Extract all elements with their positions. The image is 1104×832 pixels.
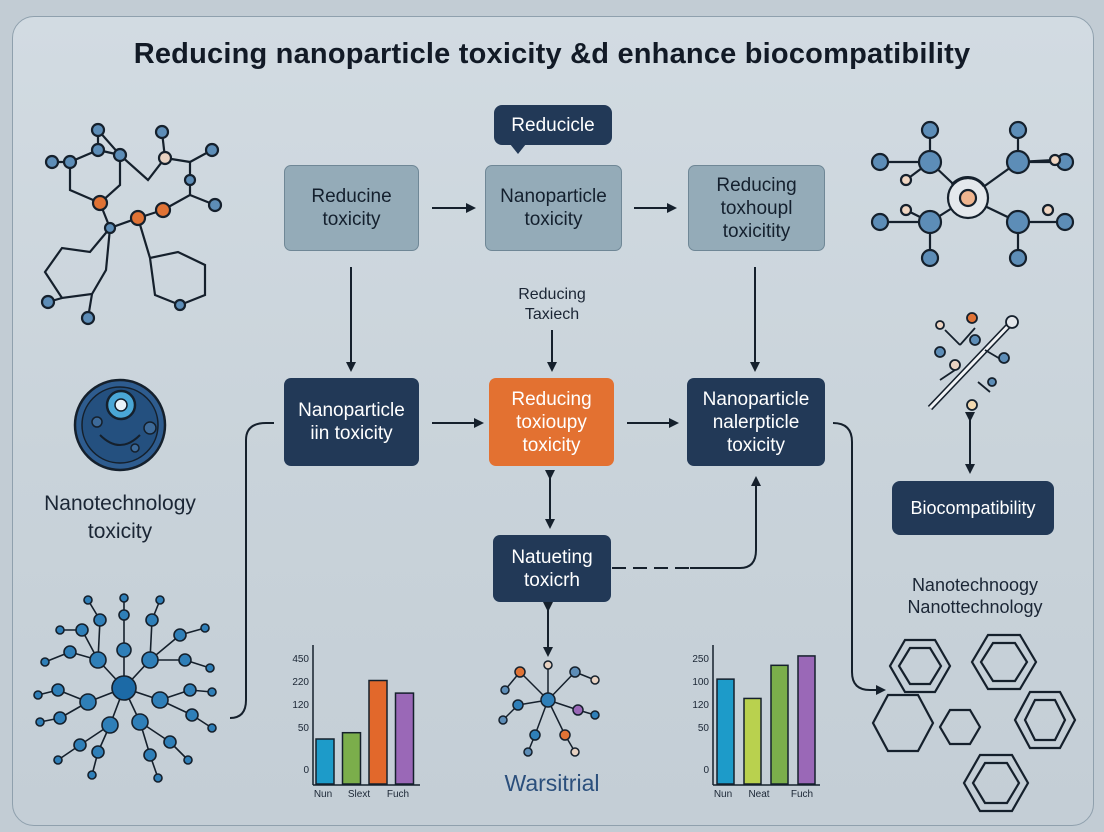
chart-bar: [368, 679, 388, 785]
box-line: Natueting: [511, 546, 593, 568]
chart-2-xtick: Fuch: [790, 789, 814, 800]
box-line: Nanoparticle: [298, 400, 405, 421]
bubble-tail: [510, 144, 526, 154]
chart-bar: [394, 692, 415, 785]
label-line: Reducing: [518, 286, 586, 303]
bottom-caption: Warsitrial: [504, 770, 600, 796]
chart-2-ytick: 120: [692, 700, 709, 711]
caption-line: Nanotechnology: [44, 492, 196, 515]
network-icon-bottom-left: [33, 593, 217, 783]
chart-1-ytick: 450: [292, 654, 309, 665]
box-line: Nanoparticle: [500, 186, 607, 207]
caption-line: Nanotechnoogy: [911, 575, 1039, 595]
hexagon-rings-icon: [871, 633, 1077, 813]
chart-bar: [743, 697, 762, 785]
chart-1-xtick: Nun: [313, 789, 333, 800]
chart-1-xtick: Slext: [347, 789, 371, 800]
molecule-icon-top-right: [870, 120, 1075, 268]
box-line: toxhoupl: [720, 197, 793, 219]
chart-2-xtick: Neat: [748, 789, 770, 800]
chart-2-ytick: 250: [692, 654, 709, 665]
box-line: toxicitity: [722, 220, 791, 242]
button-label: Biocompatibility: [910, 497, 1036, 518]
chart-1-xtick: Fuch: [386, 789, 410, 800]
chart-1-ytick: 50: [297, 723, 309, 734]
caption-line: toxicity: [87, 520, 153, 543]
syringe-molecule-icon: [927, 312, 1019, 411]
arrow-curve-up: [690, 476, 761, 569]
chart-1-ytick: 0: [303, 765, 309, 776]
box-line: Nanoparticle: [702, 388, 810, 410]
chart-2-ytick: 100: [692, 677, 709, 688]
arrow-left-curve: [229, 422, 274, 719]
box-line: toxioupy: [516, 411, 587, 433]
speech-bubble: Reducicle: [494, 105, 612, 145]
chart-1-ytick: 120: [292, 700, 309, 711]
diagram-title: Reducing nanoparticle toxicity &d enhanc…: [133, 38, 971, 70]
bubble-text: Reducicle: [511, 114, 595, 136]
box-line: toxicity: [522, 434, 581, 456]
box-line: toxicity: [322, 209, 381, 230]
chart-2-ytick: 0: [703, 765, 709, 776]
box-line: nalerpticle: [712, 411, 800, 433]
biocompatibility-button[interactable]: Biocompatibility: [892, 481, 1054, 535]
box-line: toxicity: [524, 209, 583, 230]
box-line: Reducing: [511, 388, 592, 410]
arrow-right-curve: [832, 422, 886, 695]
box-line: Reducing: [716, 174, 797, 196]
chart-2-ytick: 50: [697, 723, 709, 734]
network-icon-bottom-center: [498, 660, 600, 757]
cell-icon: [73, 378, 167, 472]
chart-bar: [770, 664, 789, 785]
chart-bar: [716, 678, 735, 785]
chart-2-xtick: Nun: [713, 789, 733, 800]
box-line: iin toxicity: [310, 423, 393, 444]
caption-line: Nanottechnology: [907, 597, 1043, 617]
chart-bar: [341, 731, 362, 785]
chart-bar: [315, 738, 335, 785]
chart-2-bars: [716, 655, 816, 785]
chart-1-ytick: 220: [292, 677, 309, 688]
chart-2-axes: [712, 645, 820, 786]
label-line: Taxiech: [524, 306, 580, 323]
molecule-icon-top-left: [40, 122, 223, 326]
box-line: toxicrh: [524, 569, 580, 591]
chart-bar: [797, 655, 816, 785]
box-line: toxicity: [726, 434, 786, 456]
left-caption: Nanotechnology toxicity: [30, 490, 210, 546]
chart-1-bars: [315, 679, 415, 785]
box-line: Reducine: [311, 186, 392, 207]
chart-1-axes: [312, 645, 420, 786]
